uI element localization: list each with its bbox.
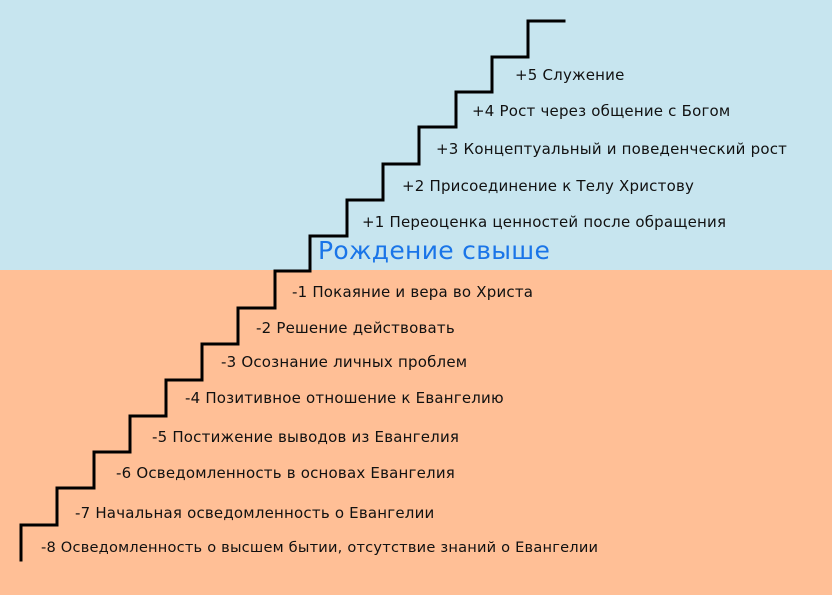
step-label-minus-3: -3 Осознание личных проблем [221, 353, 468, 371]
lower-region [0, 270, 832, 595]
step-label-minus-6: -6 Осведомленность в основах Евангелия [116, 464, 455, 482]
staircase-line [19, 19, 566, 562]
step-label-minus-1: -1 Покаяние и вера во Христа [292, 283, 534, 301]
step-label-minus-4: -4 Позитивное отношение к Евангелию [185, 389, 504, 407]
step-label-plus-1: +1 Переоценка ценностей после обращения [362, 213, 727, 231]
step-label-minus-8: -8 Осведомленность о высшем бытии, отсут… [41, 539, 599, 556]
step-label-minus-7: -7 Начальная осведомленность о Евангелии [75, 504, 435, 522]
step-label-plus-2: +2 Присоединение к Телу Христову [402, 177, 695, 195]
step-label-plus-3: +3 Концептуальный и поведенческий рост [436, 140, 788, 158]
center-label: Рождение свыше [318, 236, 551, 265]
step-label-plus-4: +4 Рост через общение с Богом [472, 102, 731, 120]
step-label-plus-5: +5 Служение [515, 66, 625, 84]
step-label-minus-5: -5 Постижение выводов из Евангелия [152, 428, 460, 446]
upper-region [0, 0, 832, 270]
step-label-minus-2: -2 Решение действовать [256, 319, 455, 337]
